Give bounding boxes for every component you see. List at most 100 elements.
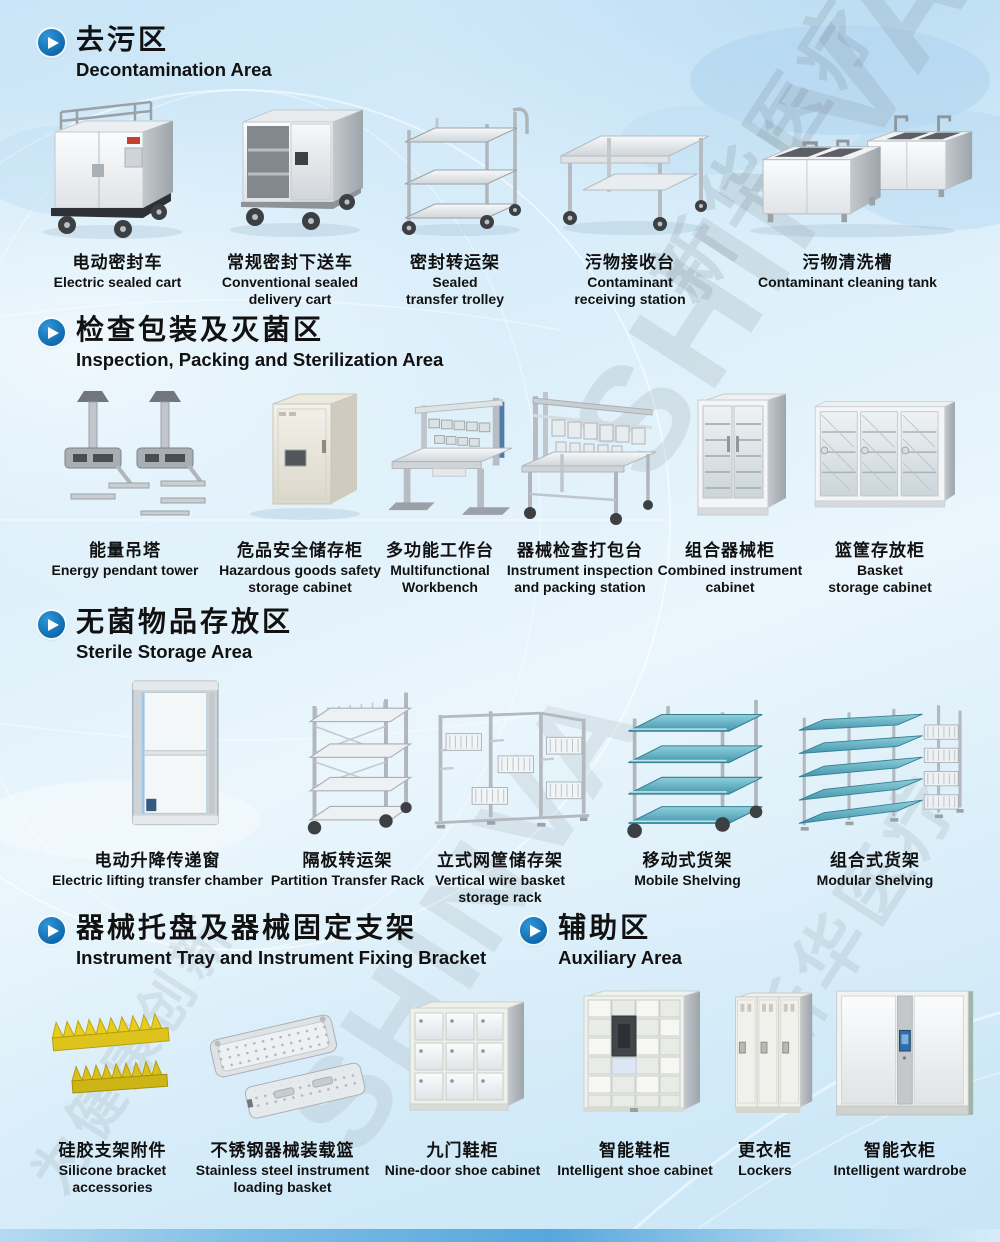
product-name-zh: 污物接收台 (585, 253, 675, 272)
play-bullet-icon (38, 29, 65, 56)
product-vertical-wire-basket-rack: 立式网筐储存架 Vertical wire basket storage rac… (405, 660, 595, 906)
sealed-transfer-trolley-image (370, 88, 540, 240)
product-mobile-shelving: 移动式货架 Mobile Shelving (595, 660, 780, 889)
product-multifunctional-workbench: 多功能工作台 Multifunctional Workbench (375, 372, 513, 596)
product-name-en: Contaminant cleaning tank (758, 274, 937, 290)
product-name-en: Basket storage cabinet (828, 562, 932, 595)
product-name-en: Lockers (738, 1162, 792, 1178)
product-name-zh: 组合器械柜 (685, 541, 775, 560)
partition-transfer-rack-image (290, 660, 412, 838)
section-title-zh: 辅助区 (558, 912, 652, 943)
nine-door-shoe-cabinet-image (365, 978, 560, 1128)
play-bullet-icon (38, 917, 65, 944)
product-nine-door-shoe-cabinet: 九门鞋柜 Nine-door shoe cabinet (365, 978, 560, 1179)
section-title-zh: 检查包装及灭菌区 (76, 314, 325, 345)
product-name-en: Modular Shelving (816, 872, 934, 888)
section-title-zh: 无菌物品存放区 (76, 606, 294, 637)
product-name-en: Intelligent wardrobe (833, 1162, 967, 1178)
lockers-image (710, 978, 820, 1128)
product-name-zh: 器械检查打包台 (517, 541, 643, 560)
product-name-en: Partition Transfer Rack (270, 872, 425, 888)
product-name-zh: 密封转运架 (410, 253, 500, 272)
combined-instrument-cabinet-image (655, 372, 805, 528)
product-hazardous-goods-cabinet: 危品安全储存柜 Hazardous goods safety storage c… (219, 372, 381, 596)
product-name-zh: 移动式货架 (642, 851, 733, 870)
product-name-zh: 智能衣柜 (864, 1141, 936, 1160)
product-name-zh: 能量吊塔 (89, 541, 161, 560)
section-title-zh: 去污区 (76, 24, 170, 55)
product-lockers: 更衣柜 Lockers (710, 978, 820, 1179)
product-name-zh: 更衣柜 (738, 1141, 792, 1160)
electric-sealed-cart-image (25, 88, 210, 240)
product-basket-storage-cabinet: 篮筐存放柜 Basket storage cabinet (805, 372, 956, 596)
product-name-en: Nine-door shoe cabinet (384, 1162, 541, 1178)
product-name-en: Conventional sealed delivery cart (221, 274, 359, 307)
play-bullet-icon (38, 611, 65, 638)
instrument-loading-basket-image (200, 978, 365, 1128)
section-title-en: Sterile Storage Area (76, 641, 253, 663)
product-modular-shelving: 组合式货架 Modular Shelving (780, 660, 970, 889)
product-energy-pendant-tower: 能量吊塔 Energy pendant tower (25, 372, 225, 579)
product-row-decontamination: 电动密封车 Electric sealed cart (25, 88, 975, 308)
product-name-zh: 多功能工作台 (386, 541, 494, 560)
section-header-inspection-packing-sterilization: 检查包装及灭菌区 Inspection, Packing and Sterili… (38, 314, 443, 371)
product-conventional-delivery-cart: 常规密封下送车 Conventional sealed delivery car… (210, 88, 370, 308)
product-row-inspection: 能量吊塔 Energy pendant tower 危品安全储存柜 Hazard… (25, 372, 956, 596)
product-name-en: Electric lifting transfer chamber (52, 872, 263, 888)
section-title-en: Instrument Tray and Instrument Fixing Br… (76, 947, 487, 969)
product-name-en: Stainless steel instrument loading baske… (195, 1162, 370, 1195)
product-sealed-transfer-trolley: 密封转运架 Sealed transfer trolley (370, 88, 540, 308)
product-row-sterile-storage: 电动升降传递窗 Electric lifting transfer chambe… (25, 660, 970, 906)
product-name-en: Silicone bracket accessories (58, 1162, 167, 1195)
product-name-en: Electric sealed cart (53, 274, 182, 290)
product-name-en: Energy pendant tower (51, 562, 199, 578)
product-name-en: Contaminant receiving station (574, 274, 686, 307)
bottom-gradient-bar (0, 1229, 1000, 1242)
product-name-en: Intelligent shoe cabinet (557, 1162, 713, 1178)
play-bullet-icon (38, 319, 65, 346)
play-triangle-icon (529, 924, 541, 937)
intelligent-shoe-cabinet-image (560, 978, 710, 1128)
energy-pendant-tower-image (25, 372, 225, 528)
section-header-instrument-tray: 器械托盘及器械固定支架 Instrument Tray and Instrume… (38, 912, 486, 969)
conventional-delivery-cart-image (210, 88, 370, 240)
section-header-auxiliary: 辅助区 Auxiliary Area (520, 912, 682, 969)
product-contaminant-receiving-station: 污物接收台 Contaminant receiving station (540, 88, 720, 308)
multifunctional-workbench-image (375, 372, 513, 528)
section-title-en: Auxiliary Area (558, 947, 682, 969)
product-name-zh: 硅胶支架附件 (58, 1141, 167, 1160)
play-bullet-icon (520, 917, 548, 944)
product-electric-sealed-cart: 电动密封车 Electric sealed cart (25, 88, 210, 291)
section-header-sterile-storage: 无菌物品存放区 Sterile Storage Area (38, 606, 293, 663)
product-name-zh: 不锈钢器械装载篮 (210, 1141, 355, 1160)
intelligent-wardrobe-image (820, 978, 980, 1128)
product-name-zh: 污物清洗槽 (802, 253, 893, 272)
product-name-en: Vertical wire basket storage rack (435, 872, 565, 905)
product-name-zh: 危品安全储存柜 (237, 541, 363, 560)
product-name-zh: 组合式货架 (830, 851, 920, 870)
product-silicone-bracket-accessories: 硅胶支架附件 Silicone bracket accessories (25, 978, 200, 1196)
contaminant-cleaning-tank-image (720, 88, 975, 240)
product-name-zh: 隔板转运架 (302, 851, 393, 870)
silicone-bracket-accessories-image (25, 978, 200, 1128)
hazardous-goods-cabinet-image (225, 372, 375, 528)
product-intelligent-shoe-cabinet: 智能鞋柜 Intelligent shoe cabinet (557, 978, 713, 1179)
modular-shelving-image (780, 660, 970, 838)
vertical-wire-basket-rack-image (405, 660, 595, 838)
play-triangle-icon (47, 618, 59, 631)
product-name-en: Multifunctional Workbench (390, 562, 490, 595)
basket-storage-cabinet-image (805, 372, 956, 528)
mobile-shelving-image (595, 660, 780, 838)
product-instrument-loading-basket: 不锈钢器械装载篮 Stainless steel instrument load… (196, 978, 369, 1196)
product-electric-lifting-transfer-chamber: 电动升降传递窗 Electric lifting transfer chambe… (25, 660, 290, 889)
product-name-en: Instrument inspection and packing statio… (506, 562, 654, 595)
product-name-zh: 立式网筐储存架 (437, 851, 563, 870)
section-header-decontamination: 去污区 Decontamination Area (38, 24, 272, 81)
product-name-en: Hazardous goods safety storage cabinet (219, 562, 381, 595)
section-title-en: Decontamination Area (76, 59, 272, 81)
section-header-row: 器械托盘及器械固定支架 Instrument Tray and Instrume… (38, 912, 682, 969)
product-name-zh: 电动升降传递窗 (94, 851, 221, 870)
product-instrument-inspection-station: 器械检查打包台 Instrument inspection and packin… (505, 372, 657, 596)
electric-lifting-transfer-chamber-image (25, 660, 290, 838)
